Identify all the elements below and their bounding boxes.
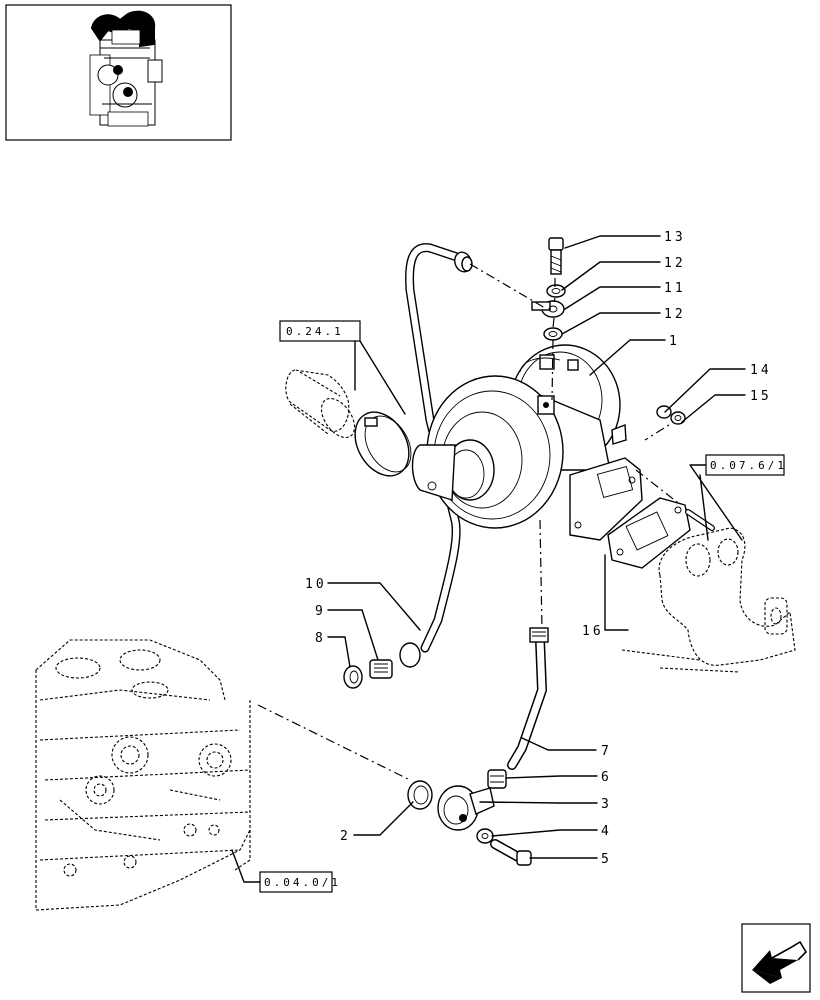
callout-14: 14 <box>750 363 772 378</box>
sealing-washer-upper[interactable] <box>546 284 566 298</box>
callout-4: 4 <box>601 824 612 839</box>
oil-pipe-union[interactable] <box>369 659 393 679</box>
flange-nut-washer[interactable] <box>656 405 686 425</box>
engine-thumbnail-icon[interactable] <box>5 4 232 141</box>
exhaust-gasket[interactable] <box>607 497 691 569</box>
elbow-washer[interactable] <box>476 828 494 844</box>
callout-11: 11 <box>664 281 686 296</box>
callout-7: 7 <box>601 744 612 759</box>
callout-9: 9 <box>315 604 326 619</box>
ref-0401-label[interactable]: 0.04.0/1 <box>264 876 341 889</box>
intake-hose-ghost <box>285 369 356 439</box>
callout-15: 15 <box>750 389 772 404</box>
engine-block-ghost <box>35 639 251 911</box>
callout-2: 2 <box>340 829 351 844</box>
ref-0241-group: 0.24.1 <box>279 320 412 477</box>
turbocharger[interactable] <box>411 344 643 541</box>
callout-6: 6 <box>601 770 612 785</box>
sealing-washer-lower[interactable] <box>543 327 563 341</box>
hose-clamp <box>354 411 412 477</box>
exhaust-manifold-ghost <box>621 527 796 673</box>
elbow-bolt[interactable] <box>490 839 532 866</box>
oil-return-pipe[interactable] <box>507 627 549 770</box>
exhaust-stud[interactable] <box>685 509 715 531</box>
callout-10: 10 <box>305 577 327 592</box>
banjo-bolt[interactable] <box>548 237 564 275</box>
block-sealing-ring[interactable] <box>407 780 433 810</box>
ref-0401-group: 0.04.0/1 <box>231 849 341 893</box>
oil-return-elbow[interactable] <box>437 785 495 831</box>
callout-12-upper: 12 <box>664 256 686 271</box>
callout-8: 8 <box>315 631 326 646</box>
leader-lines <box>327 235 746 859</box>
ref-0241-label[interactable]: 0.24.1 <box>286 325 344 338</box>
previous-page-arrow-icon[interactable] <box>741 923 811 993</box>
ref-0761-group: 0.07.6/1 <box>689 454 787 541</box>
ref-0761-label[interactable]: 0.07.6/1 <box>710 459 787 472</box>
ref-0241-box[interactable] <box>279 320 361 342</box>
oil-pipe-washer[interactable] <box>343 665 363 689</box>
callout-numbers: 13 12 11 12 1 14 15 10 9 8 16 7 6 3 4 5 … <box>305 230 772 867</box>
callout-16: 16 <box>582 624 604 639</box>
oil-feed-pipe <box>399 243 473 668</box>
return-fitting-adapter[interactable] <box>487 769 507 789</box>
callout-3: 3 <box>601 797 612 812</box>
callout-5: 5 <box>601 852 612 867</box>
callout-12-lower: 12 <box>664 307 686 322</box>
callout-1: 1 <box>669 334 680 349</box>
callout-13: 13 <box>664 230 686 245</box>
oil-inlet-fittings <box>531 237 566 341</box>
